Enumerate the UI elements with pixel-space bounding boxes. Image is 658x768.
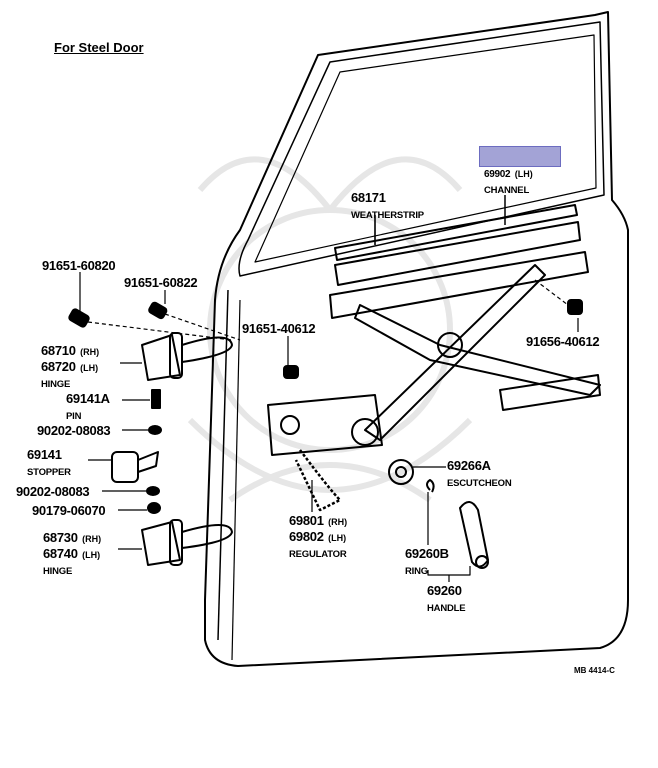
label-weatherstrip: 68171 WEATHERSTRIP [351, 190, 424, 222]
pin-name: PIN [66, 411, 82, 422]
stopper-drawing [111, 451, 159, 483]
lower-hinge-rh-tag: (RH) [82, 534, 102, 544]
escutcheon-ring-handle [388, 459, 489, 569]
upper-hinge-drawing [141, 332, 233, 381]
regulator-rh-tag: (RH) [328, 517, 348, 527]
label-escutcheon: 69266A ESCUTCHEON [447, 458, 512, 490]
label-handle: 69260 HANDLE [427, 583, 466, 615]
stopper-number: 69141 [27, 447, 62, 462]
upper-hinge-lh-tag: (LH) [80, 363, 99, 373]
handle-name: HANDLE [427, 603, 466, 614]
label-washer-1: 90202-08083 [37, 423, 111, 438]
lower-hinge-drawing [141, 519, 233, 566]
channel-name: CHANNEL [484, 185, 530, 196]
label-bolt-91651-60820: 91651-60820 [42, 258, 116, 273]
upper-hinge-name: HINGE [41, 379, 71, 390]
regulator-lh: 69802 [289, 529, 324, 544]
label-lower-hinge: 68730 (RH) 68740 (LH) HINGE [43, 530, 101, 578]
label-ring: 69260B RING [405, 546, 449, 578]
label-washer-2: 90202-08083 [16, 484, 90, 499]
redaction-box [479, 146, 561, 167]
leader-lines [79, 215, 579, 582]
label-stopper: 69141 STOPPER [27, 447, 71, 479]
label-upper-hinge: 68710 (RH) 68720 (LH) HINGE [41, 343, 99, 391]
stopper-name: STOPPER [27, 467, 71, 478]
label-bolt-91651-60822: 91651-60822 [124, 275, 198, 290]
lower-hinge-rh: 68730 [43, 530, 78, 545]
figure-code: MB 4414-C [574, 666, 615, 675]
ring-number: 69260B [405, 546, 449, 561]
label-bolt-91651-40612: 91651-40612 [242, 321, 316, 336]
lower-hinge-lh-tag: (LH) [82, 550, 101, 560]
handle-number: 69260 [427, 583, 462, 598]
label-channel: 69902 (LH) CHANNEL [484, 165, 533, 197]
ring-name: RING [405, 566, 428, 577]
lower-hinge-lh: 68740 [43, 546, 78, 561]
weatherstrip-number: 68171 [351, 190, 386, 205]
regulator-assembly [267, 264, 601, 512]
regulator-rh: 69801 [289, 513, 324, 528]
channel-side: (LH) [514, 169, 533, 179]
label-bolt-91656-40612: 91656-40612 [526, 334, 600, 349]
escutcheon-name: ESCUTCHEON [447, 478, 512, 489]
regulator-name: REGULATOR [289, 549, 347, 560]
upper-hinge-lh: 68720 [41, 359, 76, 374]
upper-hinge-rh: 68710 [41, 343, 76, 358]
escutcheon-number: 69266A [447, 458, 491, 473]
weatherstrip-name: WEATHERSTRIP [351, 210, 424, 221]
label-regulator: 69801 (RH) 69802 (LH) REGULATOR [289, 513, 347, 561]
lower-hinge-name: HINGE [43, 566, 73, 577]
label-pin: 69141A PIN [66, 391, 110, 423]
diagram-title: For Steel Door [54, 40, 144, 55]
upper-hinge-rh-tag: (RH) [80, 347, 100, 357]
label-nut: 90179-06070 [32, 503, 106, 518]
pin-number: 69141A [66, 391, 110, 406]
regulator-lh-tag: (LH) [328, 533, 347, 543]
fasteners [68, 299, 583, 514]
channel-number: 69902 [484, 169, 511, 180]
